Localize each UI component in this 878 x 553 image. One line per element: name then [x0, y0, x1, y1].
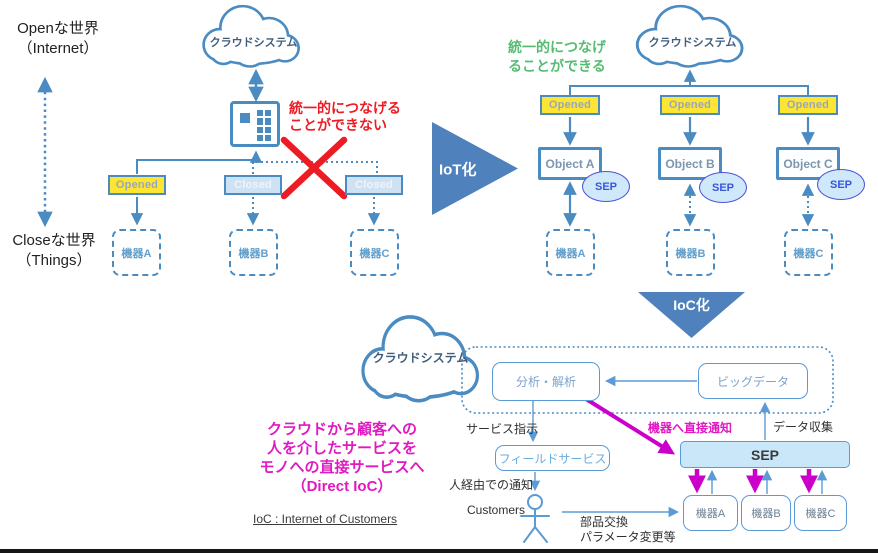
ioc-footnote: IoC : Internet of Customers: [253, 512, 398, 526]
bottom-edge-line: [0, 549, 878, 553]
port-chip-closed-b: Closed: [224, 175, 282, 195]
cloud-boundary-dotted-rect: [461, 346, 834, 414]
device-box-a-bottom: 機器A: [683, 495, 738, 531]
device-box-a-right: 機器A: [546, 229, 595, 276]
device-box-c-right: 機器C: [784, 229, 833, 276]
bigdata-box: ビッグデータ: [698, 363, 808, 399]
service-instruction-label: サービス指示: [466, 422, 539, 436]
opened-gateway-line: [136, 150, 263, 174]
gateway-device-icon: [230, 101, 280, 147]
customer-person-icon: [520, 494, 550, 543]
sep-platform-box: SEP: [680, 441, 850, 468]
port-chip-opened-b: Opened: [660, 95, 720, 115]
parts-exchange-label: 部品交換 パラメータ変更等: [580, 515, 676, 544]
customers-label: Customers: [467, 503, 526, 517]
red-x-icon: [280, 136, 348, 200]
device-box-b-left: 機器B: [229, 229, 278, 276]
close-world-label: Closeな世界 （Things）: [12, 232, 96, 269]
analysis-box: 分析・解析: [492, 362, 600, 401]
ioc-transform-label: IoC化: [673, 297, 710, 313]
cloud-label-bottom: クラウドシステム: [372, 351, 469, 365]
field-service-box: フィールドサービス: [495, 445, 610, 471]
gateway-icon-grid: [257, 110, 271, 141]
via-person-label: 人経由での通知: [449, 478, 534, 492]
port-chip-closed-c: Closed: [345, 175, 403, 195]
sep-ellipse-a: SEP: [582, 171, 630, 202]
iot-transform-label: IoT化: [439, 161, 477, 178]
device-box-c-left: 機器C: [350, 229, 399, 276]
cloud-label-right: クラウドシステム: [648, 37, 737, 49]
sep-ellipse-b: SEP: [699, 172, 747, 203]
closed-gateway-dotted: [252, 161, 378, 174]
port-chip-opened-left: Opened: [108, 175, 166, 195]
port-chip-opened-c: Opened: [778, 95, 838, 115]
direct-notify-label: 機器へ直接通知: [648, 421, 733, 435]
object-box-c: Object C: [776, 147, 840, 180]
device-box-b-bottom: 機器B: [741, 495, 791, 531]
direct-ioc-slogan: クラウドから顧客への 人を介したサービスを モノへの直接サービスへ （Direc…: [259, 421, 425, 495]
port-chip-opened-a: Opened: [540, 95, 600, 115]
sep-ellipse-c: SEP: [817, 169, 865, 200]
can-connect-note: 統一的につなげ ることができる: [508, 39, 606, 74]
device-box-b-right: 機器B: [666, 229, 715, 276]
right-bus-line: [569, 85, 809, 95]
device-box-a-left: 機器A: [112, 229, 161, 276]
device-box-c-bottom: 機器C: [794, 495, 847, 531]
analysis-sep-magenta-arrow: [584, 397, 676, 455]
open-world-label: Openな世界 （Internet）: [17, 20, 99, 57]
cannot-connect-note: 統一的につなげる ことができない: [289, 100, 401, 133]
cloud-label-left: クラウドシステム: [209, 37, 298, 49]
gateway-icon-square: [240, 113, 250, 123]
data-collection-label: データ収集: [773, 420, 834, 434]
